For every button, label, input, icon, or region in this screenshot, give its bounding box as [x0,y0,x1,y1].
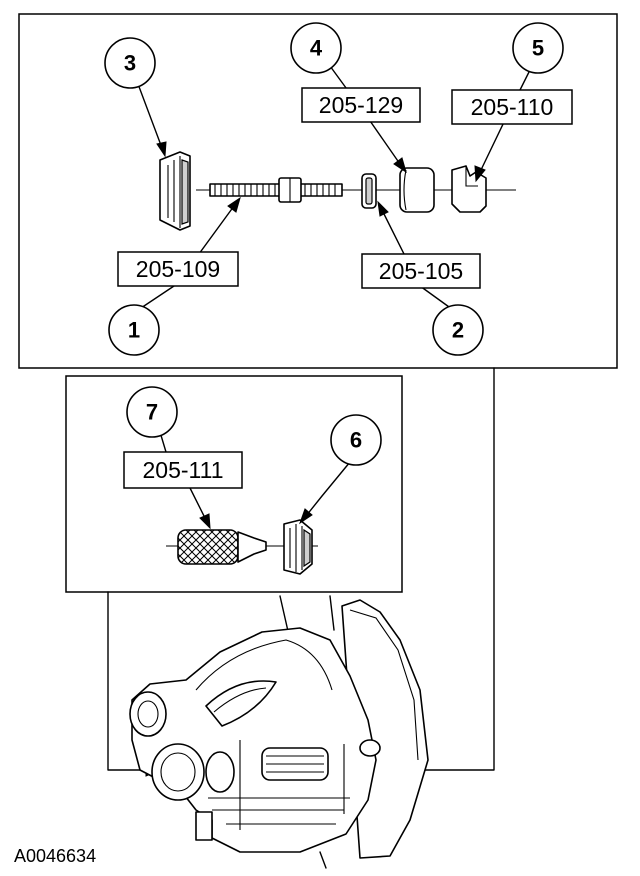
upper-tool-frame [18,13,618,369]
connector-line-left [107,591,149,771]
callout-5: 5 [512,22,564,74]
callout-7: 7 [126,386,178,438]
callout-number: 2 [452,318,464,343]
tool-number-text: 205-105 [379,258,463,284]
callout-4: 4 [290,22,342,74]
tool-number-text: 205-110 [471,94,554,120]
callout-2: 2 [432,304,484,356]
tool-label-205-105: 205-105 [361,253,481,289]
callout-1: 1 [108,304,160,356]
adapter-ring-part [361,173,377,209]
callout-number: 6 [350,428,362,453]
callout-number: 5 [532,36,544,61]
bearing-cone-part [283,519,313,575]
tool-number-text: 205-109 [136,256,220,282]
knurled-driver-part [177,529,267,565]
tool-label-205-109: 205-109 [117,251,239,287]
bearing-cup-part [159,151,191,231]
leader-line-6 [305,461,351,517]
callout-number: 4 [310,36,323,61]
callout-number: 7 [146,400,158,425]
connector-line-right [419,367,495,771]
figure-id: A0046634 [14,846,96,866]
pilot-cylinder-part [399,167,435,213]
tool-number-text: 205-111 [143,457,224,483]
tool-label-205-129: 205-129 [301,87,421,123]
callout-number: 1 [128,318,140,343]
lower-tool-frame [65,375,403,593]
differential-housing [129,595,429,869]
callout-3: 3 [104,37,156,89]
callout-6: 6 [330,414,382,466]
tool-label-205-111: 205-111 [123,451,243,489]
leader-line-3 [137,83,163,149]
tool-number-text: 205-129 [319,92,403,118]
threaded-rod-part [209,177,343,203]
tool-label-205-110: 205-110 [451,89,573,125]
callout-number: 3 [124,51,136,76]
